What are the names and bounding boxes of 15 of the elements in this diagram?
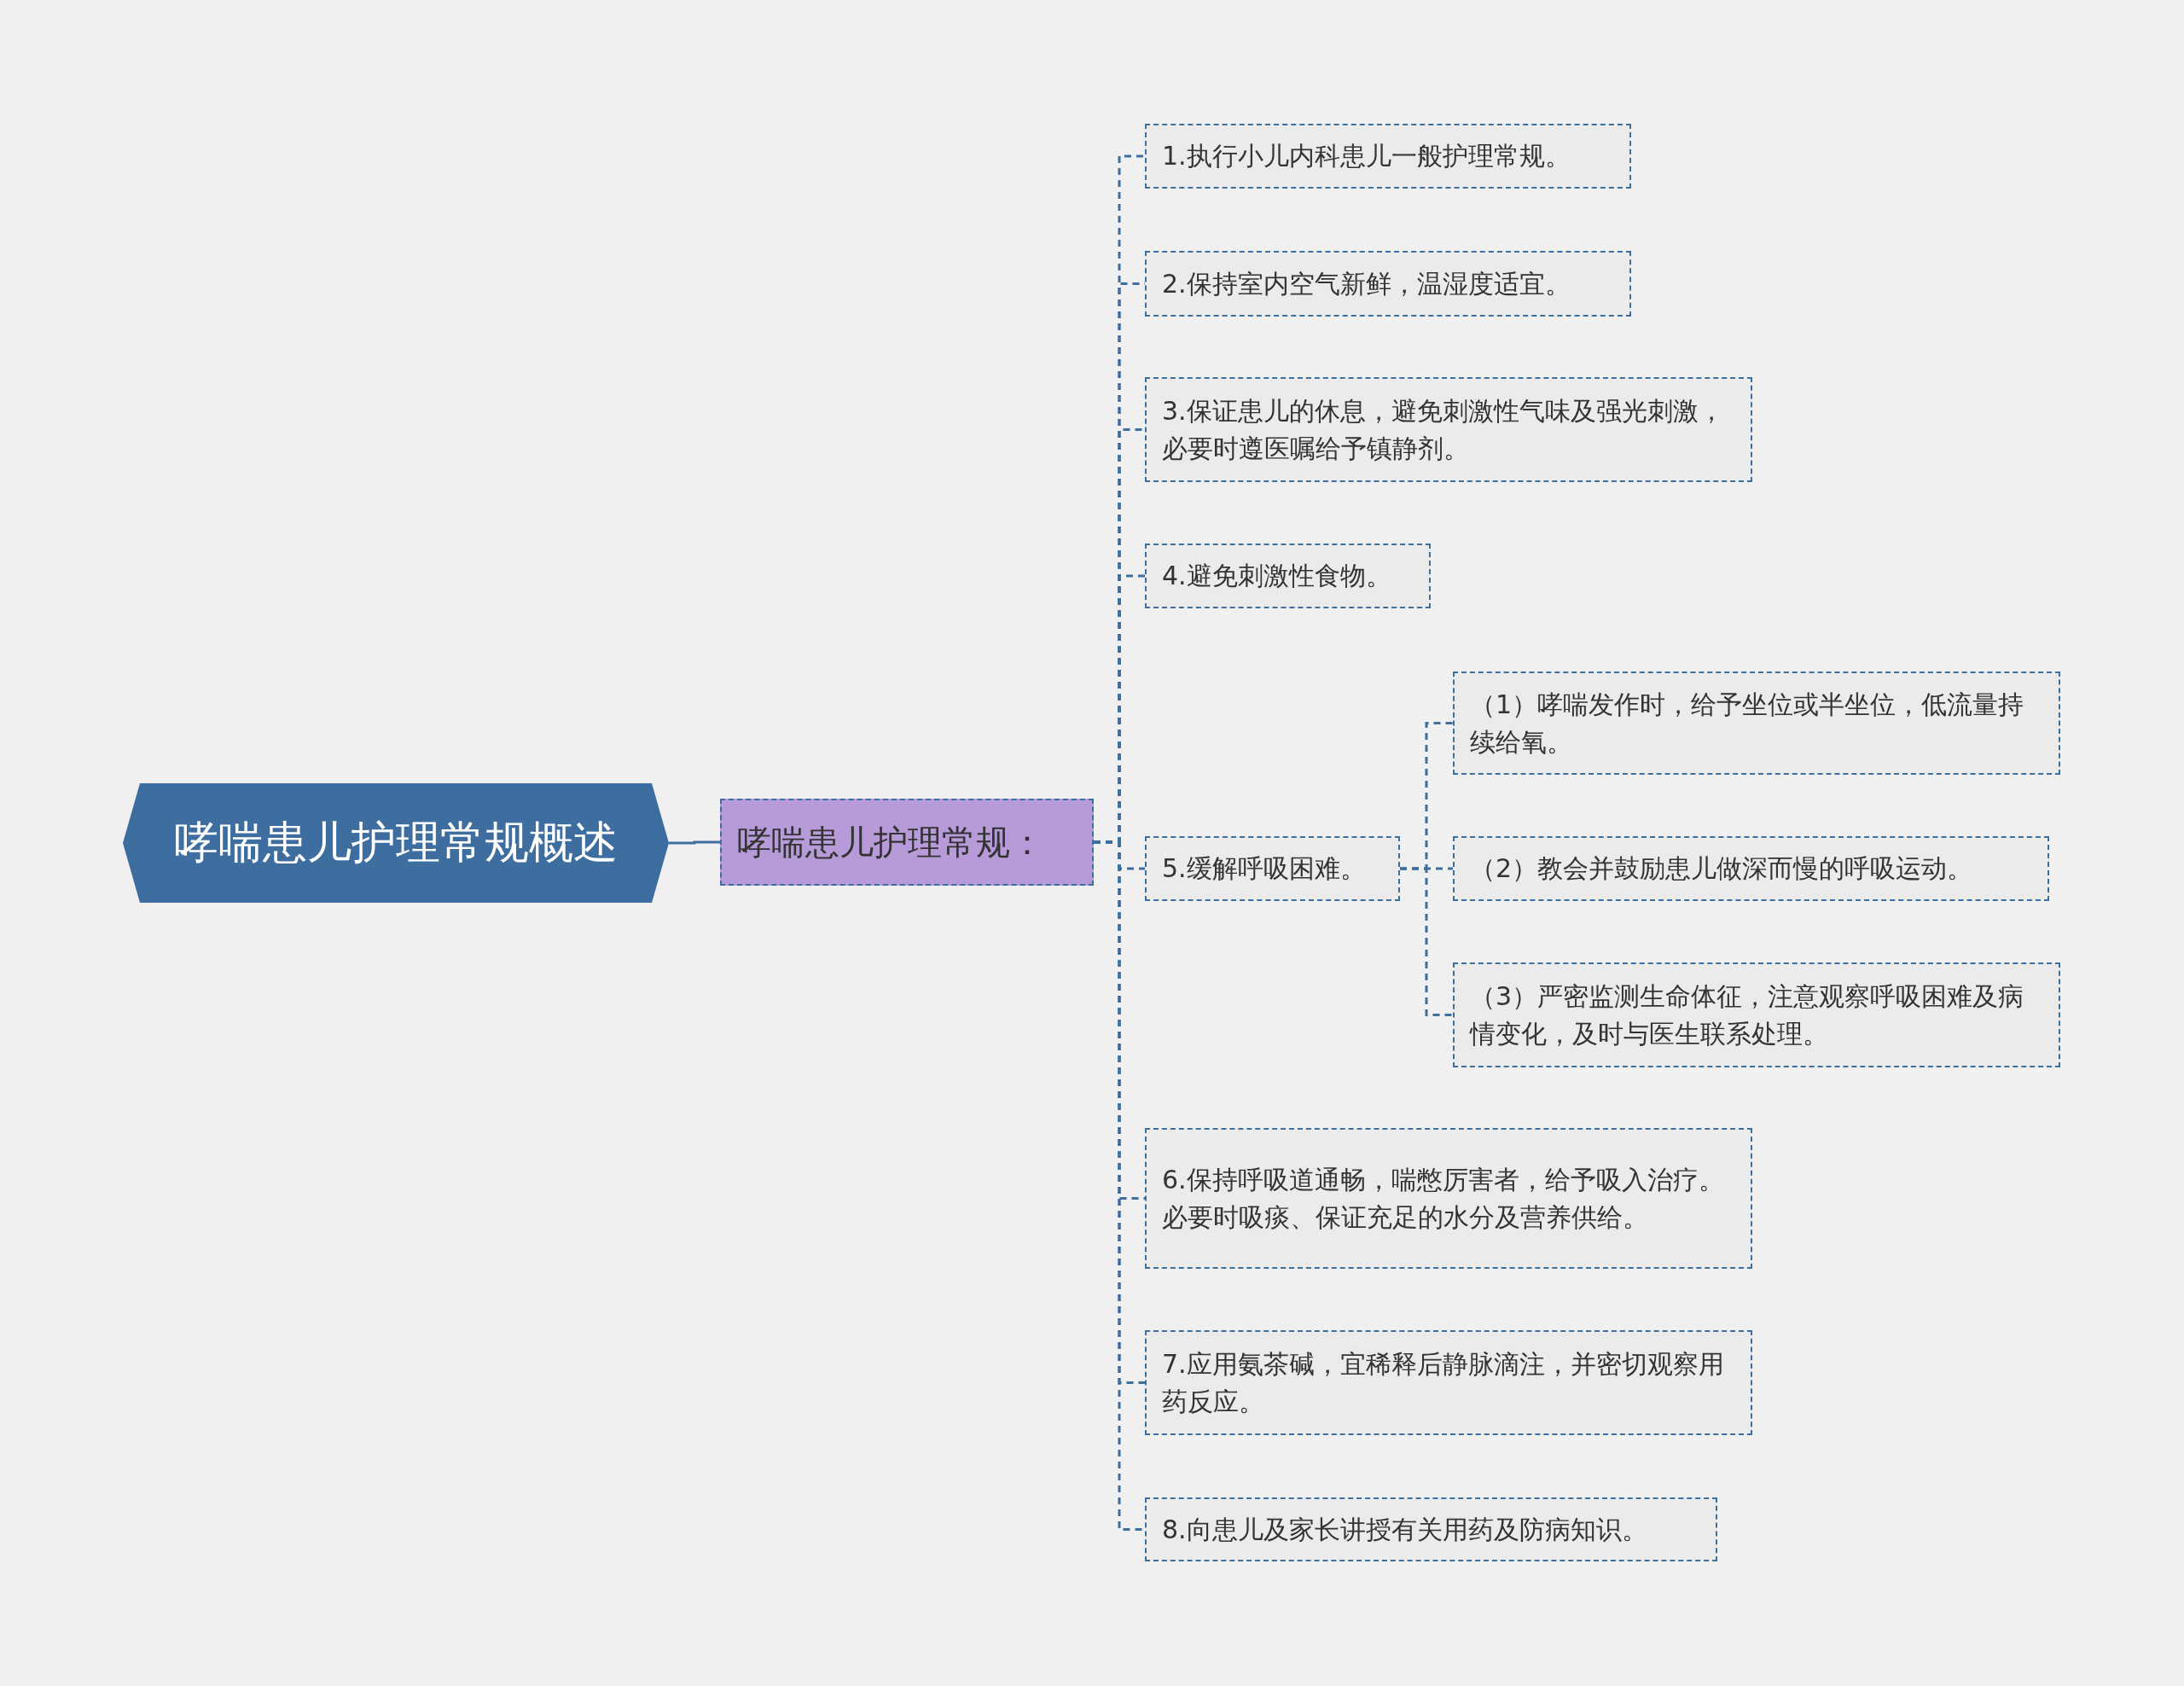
topic-box: （3）严密监测生命体征，注意观察呼吸困难及病情变化，及时与医生联系处理。 <box>1453 962 2060 1067</box>
topic-box: 6.保持呼吸道通畅，喘憋厉害者，给予吸入治疗。必要时吸痰、保证充足的水分及营养供给。 <box>1145 1128 1752 1269</box>
connector-line <box>669 840 720 845</box>
topic-box: 3.保证患儿的休息，避免刺激性气味及强光刺激，必要时遵医嘱给予镇静剂。 <box>1145 377 1752 482</box>
topic-box: 2.保持室内空气新鲜，温湿度适宜。 <box>1145 251 1631 317</box>
connector-line <box>1400 867 1453 1016</box>
topic-box: （2）教会并鼓励患儿做深而慢的呼吸运动。 <box>1453 836 2049 901</box>
node-title: 哮喘患儿护理常规概述 <box>174 816 618 869</box>
topic-box: 5.缓解呼吸困难。 <box>1145 836 1400 901</box>
topic-box: 哮喘患儿护理常规： <box>720 799 1094 886</box>
topic-box: （1）哮喘发作时，给予坐位或半坐位，低流量持续给氧。 <box>1453 671 2060 775</box>
topic-box: 7.应用氨茶碱，宜稀释后静脉滴注，并密切观察用药反应。 <box>1145 1330 1752 1435</box>
topic-box: 1.执行小儿内科患儿一般护理常规。 <box>1145 124 1631 189</box>
topic-box: 4.避免刺激性食物。 <box>1145 544 1431 608</box>
topic-box: 8.向患儿及家长讲授有关用药及防病知识。 <box>1145 1497 1717 1561</box>
